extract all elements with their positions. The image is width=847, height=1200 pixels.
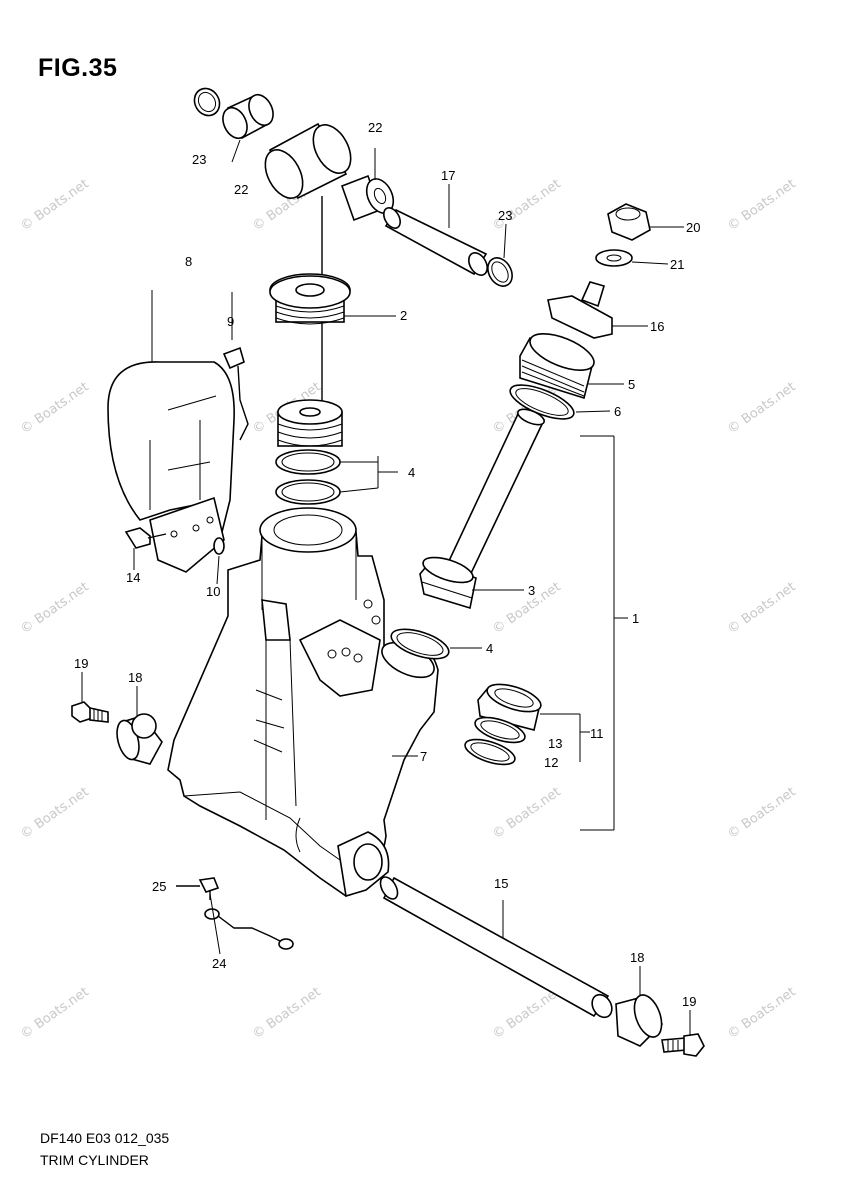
label-16: 16 — [650, 319, 664, 334]
part-8-cover — [107, 361, 235, 573]
part-17-pin — [383, 207, 488, 276]
label-18: 18 — [128, 670, 142, 685]
part-25-screw — [176, 877, 220, 900]
part-16-plate — [547, 281, 613, 339]
label-8: 8 — [185, 254, 192, 269]
part-3-piston-right — [419, 556, 477, 610]
part-7-cylinder-body — [167, 507, 439, 898]
part-14-bolt — [124, 527, 167, 549]
part-10-washer — [213, 537, 225, 555]
part-4-oring-upper — [275, 449, 341, 475]
part-23-ring-left — [193, 87, 221, 117]
part-19-bolt-left — [71, 701, 109, 723]
label-4: 4 — [408, 465, 415, 480]
label-19: 19 — [682, 994, 696, 1009]
part-18-bushing-left — [116, 713, 163, 765]
label-12: 12 — [544, 755, 558, 770]
part-18-bushing-right — [615, 994, 663, 1047]
label-20: 20 — [686, 220, 700, 235]
part-rod-right — [438, 408, 546, 589]
label-22: 22 — [368, 120, 382, 135]
part-piston-center — [277, 399, 343, 447]
part-13-oring — [474, 716, 526, 744]
label-22: 22 — [234, 182, 248, 197]
label-15: 15 — [494, 876, 508, 891]
label-2: 2 — [400, 308, 407, 323]
part-2-gland — [269, 273, 351, 325]
label-3: 3 — [528, 583, 535, 598]
label-14: 14 — [126, 570, 140, 585]
part-22-bushing-left — [222, 93, 274, 140]
label-25: 25 — [152, 879, 166, 894]
part-4-oring-lower — [275, 479, 341, 505]
label-13: 13 — [548, 736, 562, 751]
part-20-nut — [607, 203, 651, 241]
part-21-washer — [595, 249, 633, 267]
label-23: 23 — [498, 208, 512, 223]
part-12-oring — [464, 738, 516, 766]
label-24: 24 — [212, 956, 226, 971]
label-4: 4 — [486, 641, 493, 656]
leader-lines — [81, 139, 691, 1036]
part-cylinder-eye-top — [264, 122, 352, 200]
part-23-ring-right — [487, 257, 513, 287]
figure-title: FIG.35 — [38, 54, 118, 82]
label-19: 19 — [74, 656, 88, 671]
part-4-oring-right — [390, 628, 450, 660]
label-5: 5 — [628, 377, 635, 392]
label-11: 11 — [590, 726, 604, 741]
label-10: 10 — [206, 584, 220, 599]
part-5-gland-right — [519, 333, 595, 400]
part-labels: 8 9 23 22 22 17 23 20 21 2 16 5 6 4 14 1… — [74, 120, 700, 1009]
part-9-nipple — [222, 346, 249, 441]
footer-diagram-code: DF140 E03 012_035 — [40, 1130, 170, 1146]
label-18: 18 — [630, 950, 644, 965]
part-15-shaft — [379, 876, 613, 1019]
label-21: 21 — [670, 257, 684, 272]
label-9: 9 — [227, 314, 234, 329]
footer-diagram-name: TRIM CYLINDER — [40, 1152, 149, 1168]
label-23: 23 — [192, 152, 206, 167]
part-19-bolt-right — [661, 1033, 705, 1057]
label-7: 7 — [420, 749, 427, 764]
label-1: 1 — [632, 611, 639, 626]
label-6: 6 — [614, 404, 621, 419]
label-17: 17 — [441, 168, 455, 183]
part-24-lead-wire — [204, 908, 294, 950]
